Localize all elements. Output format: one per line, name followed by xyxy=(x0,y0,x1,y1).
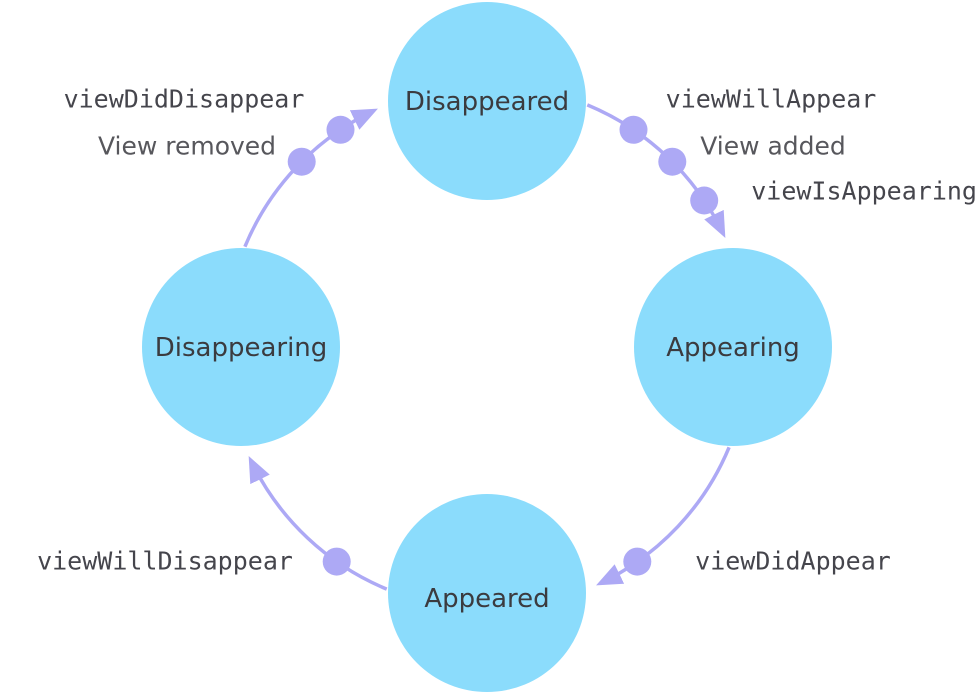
state-label-disappeared: Disappeared xyxy=(405,87,569,117)
state-label-appearing: Appearing xyxy=(666,333,800,363)
method-label-viewIsAppearing: viewIsAppearing xyxy=(751,177,977,206)
state-node-appearing xyxy=(634,248,832,446)
dot-viewWillAppear xyxy=(619,115,648,144)
note-label-view-removed: View removed xyxy=(98,132,276,161)
method-label-viewWillDisappear: viewWillDisappear xyxy=(37,547,293,576)
dot-view-removed xyxy=(287,147,316,176)
method-label-viewWillAppear: viewWillAppear xyxy=(666,85,877,114)
state-node-appeared xyxy=(388,494,586,692)
transition-arc-appearing-to-appeared xyxy=(596,446,731,586)
dot-viewDidDisappear xyxy=(326,115,355,144)
dot-viewIsAppearing xyxy=(690,186,719,215)
state-nodes xyxy=(142,2,832,692)
method-label-viewDidAppear: viewDidAppear xyxy=(695,547,891,576)
state-node-disappearing xyxy=(142,248,340,446)
dot-view-added xyxy=(658,147,687,176)
transition-dots xyxy=(287,115,719,576)
state-node-disappeared xyxy=(388,2,586,200)
dot-viewDidAppear xyxy=(623,547,652,576)
dot-viewWillDisappear xyxy=(322,547,351,576)
method-label-viewDidDisappear: viewDidDisappear xyxy=(64,85,305,114)
transition-arc-appeared-to-disappearing xyxy=(248,456,388,591)
state-label-appeared: Appeared xyxy=(424,584,549,614)
state-label-disappearing: Disappearing xyxy=(155,333,328,363)
note-label-view-added: View added xyxy=(700,132,846,161)
